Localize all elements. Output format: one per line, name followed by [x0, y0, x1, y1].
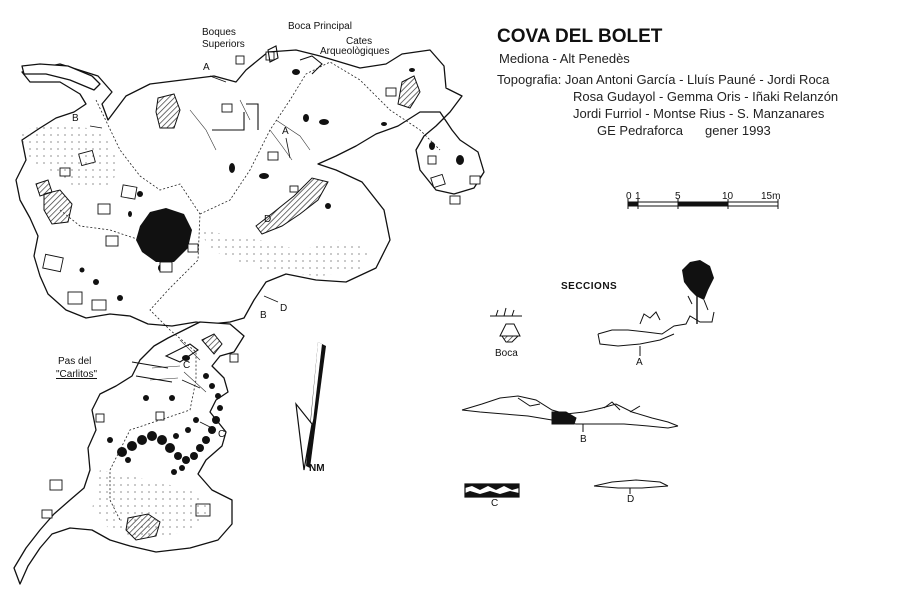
credits-line-3: Jordi Furriol - Montse Rius - S. Manzana…	[573, 106, 825, 121]
inner-walls	[131, 45, 323, 383]
boulders-solid	[79, 68, 464, 401]
label-carlitos: "Carlitos"	[56, 369, 97, 380]
scale-tick-15m: 15m	[761, 191, 781, 202]
slope-lines	[149, 99, 311, 393]
cut-label-b: B	[260, 310, 267, 321]
north-arrow	[295, 342, 326, 471]
scale-tick-5: 5	[675, 191, 681, 202]
section-cut-lines	[89, 75, 291, 431]
sections-title: SECCIONS	[561, 281, 618, 292]
cut-label-a: A	[282, 126, 289, 137]
cut-label-c: C	[218, 429, 226, 440]
north-arrow-label: NM	[309, 463, 325, 474]
section-label-d: D	[627, 494, 635, 505]
section-a	[597, 311, 715, 356]
cut-label-c-upper: C	[183, 360, 191, 371]
credits-line-1: Topografia: Joan Antoni García - Lluís P…	[497, 72, 830, 87]
cut-label-a-top: A	[203, 62, 210, 73]
scale-tick-0: 0	[626, 191, 632, 202]
section-d	[593, 479, 669, 494]
cut-label-d-inner: D	[264, 214, 272, 225]
label-superiors: Superiors	[202, 39, 245, 50]
scale-bar	[627, 199, 779, 209]
boulder-chain	[107, 373, 223, 475]
cut-label-b-left: B	[72, 113, 79, 124]
label-pas-del: Pas del	[58, 356, 92, 367]
section-c	[464, 483, 520, 498]
credits-line-2: Rosa Gudayol - Gemma Oris - Iñaki Relanz…	[573, 89, 839, 104]
section-boca	[490, 307, 522, 343]
section-label-a: A	[636, 357, 643, 368]
label-arqueologiques: Arqueològiques	[320, 46, 390, 57]
floor-texture	[20, 124, 370, 540]
tree-icon	[682, 260, 714, 324]
credits-date: gener 1993	[705, 123, 771, 138]
section-label-boca: Boca	[495, 348, 518, 359]
subtitle: Mediona - Alt Penedès	[499, 51, 630, 66]
credits: Topografia: Joan Antoni García - Lluís P…	[497, 71, 838, 139]
scale-tick-10: 10	[722, 191, 734, 202]
page-title: COVA DEL BOLET	[497, 26, 663, 47]
label-boca-principal: Boca Principal	[288, 21, 352, 32]
cut-label-d: D	[280, 303, 288, 314]
section-b	[461, 395, 679, 432]
survey-traverse	[59, 61, 441, 521]
label-boques: Boques	[202, 27, 236, 38]
credits-group: GE Pedraforca	[597, 123, 683, 138]
scale-tick-1: 1	[635, 191, 641, 202]
section-label-b: B	[580, 434, 587, 445]
label-cates: Cates	[346, 36, 373, 47]
section-label-c: C	[491, 498, 499, 509]
credits-line-4: GE Pedraforca gener 1993	[497, 122, 838, 139]
